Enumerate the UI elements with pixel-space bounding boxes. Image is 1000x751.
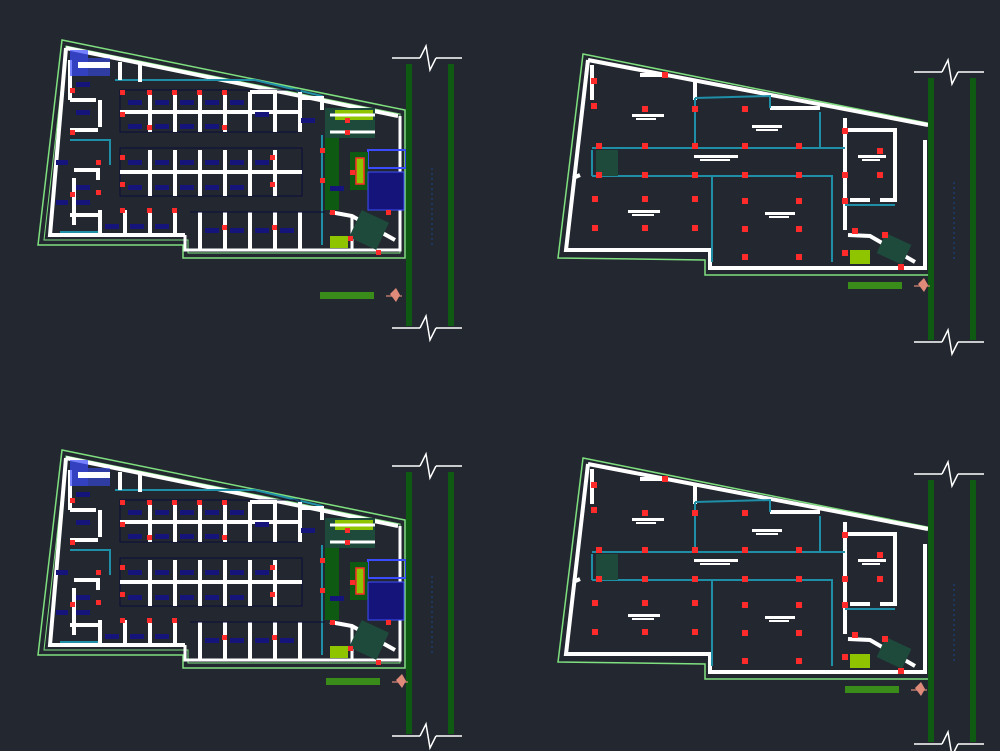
floor-plan-lighting-bottom <box>556 456 934 681</box>
north-arrow-scale-bottom-right <box>844 681 928 697</box>
floor-plan-lighting-top <box>556 52 934 277</box>
north-arrow-scale-top-left <box>319 287 403 303</box>
floor-plan-furniture-top <box>36 38 408 260</box>
north-arrow-scale-bottom-left <box>325 673 409 689</box>
floor-plan-furniture-bottom <box>36 448 408 670</box>
north-arrow-scale-top-right <box>847 277 931 293</box>
